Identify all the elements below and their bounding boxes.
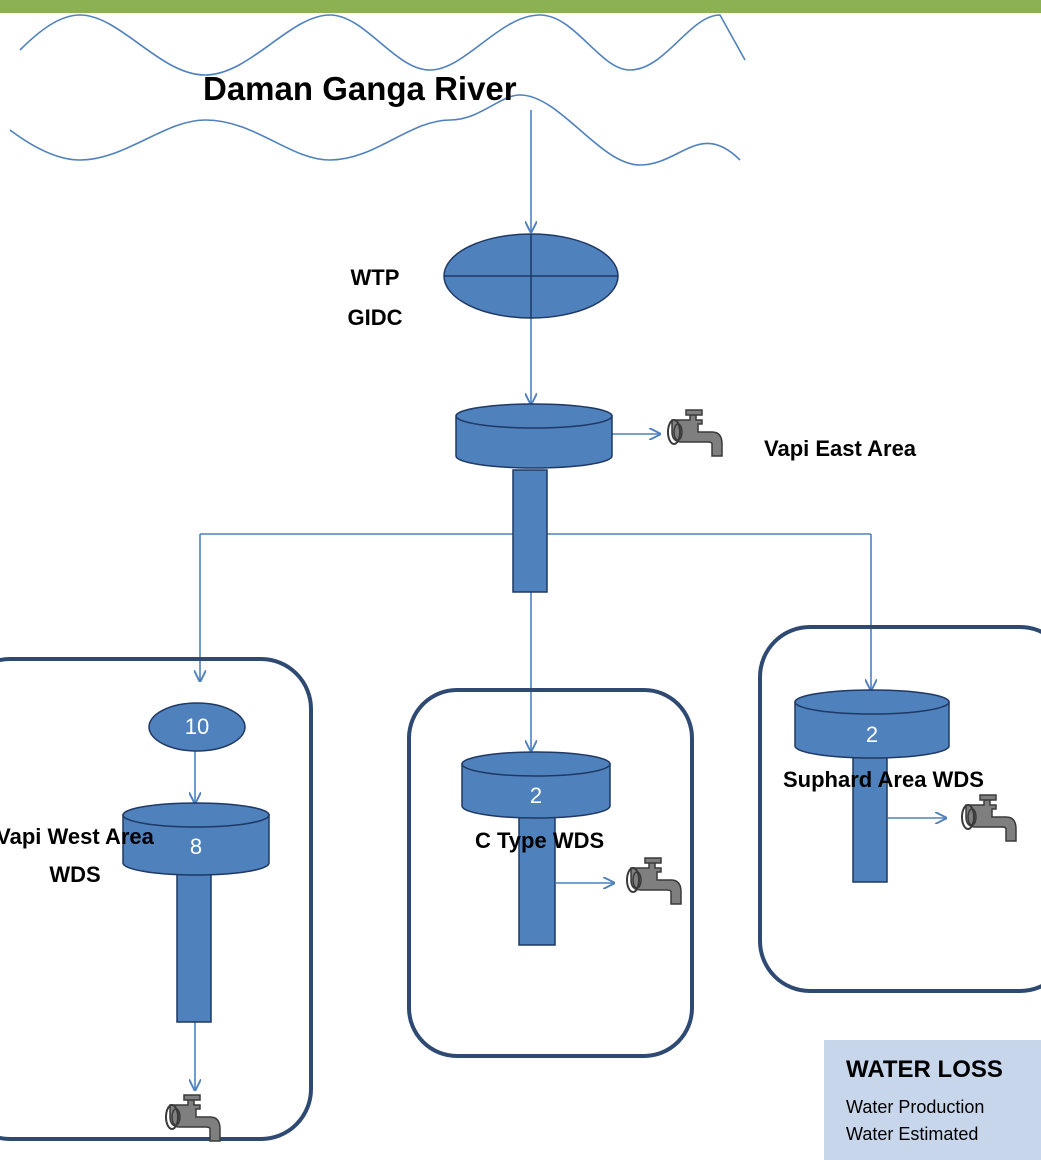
c-type-tank	[461, 751, 611, 946]
water-estimated-label: Water Estimated	[846, 1124, 979, 1144]
water-tap-icon	[667, 409, 723, 457]
wtp-ellipse	[443, 233, 619, 319]
vapi-west-label: Vapi West Area WDS	[0, 818, 190, 894]
c-type-label: C Type WDS	[475, 828, 605, 853]
vapi-west-label-line1: Vapi West Area	[0, 824, 154, 849]
flow-lines	[195, 110, 946, 1090]
water-tap-icon	[626, 857, 682, 905]
c-type-tank-value: 2	[529, 783, 543, 808]
water-tap-icon	[165, 1094, 221, 1142]
wtp-label-line1: WTP	[350, 265, 400, 290]
vapi-east-label: Vapi East Area	[764, 436, 917, 461]
suphard-label: Suphard Area WDS	[783, 767, 984, 792]
zone-c-type	[407, 688, 694, 1058]
river-waves	[9, 14, 746, 166]
vapi-west-sump-value: 10	[184, 714, 210, 739]
main-elevated-tank	[455, 403, 613, 593]
zone-vapi-west	[0, 657, 313, 1141]
suphard-tank-value: 2	[865, 722, 879, 747]
wtp-label-line2: GIDC	[347, 305, 403, 330]
water-production-label: Water Production	[846, 1097, 985, 1117]
water-tap-icon	[961, 794, 1017, 842]
vapi-west-label-line2: WDS	[49, 862, 101, 887]
zone-suphard	[758, 625, 1041, 993]
vapi-west-tank	[122, 802, 270, 1023]
water-loss-title: WATER LOSS	[846, 1056, 1003, 1083]
vapi-west-sump	[148, 702, 246, 752]
vapi-west-tank-value: 8	[189, 834, 203, 859]
wtp-label: WTP GIDC	[320, 258, 430, 338]
header-bar	[0, 0, 1041, 13]
suphard-tank	[794, 689, 950, 883]
river-title: Daman Ganga River	[203, 70, 517, 107]
water-loss-panel: WATER LOSS Water Production Water Estima…	[824, 1040, 1041, 1160]
